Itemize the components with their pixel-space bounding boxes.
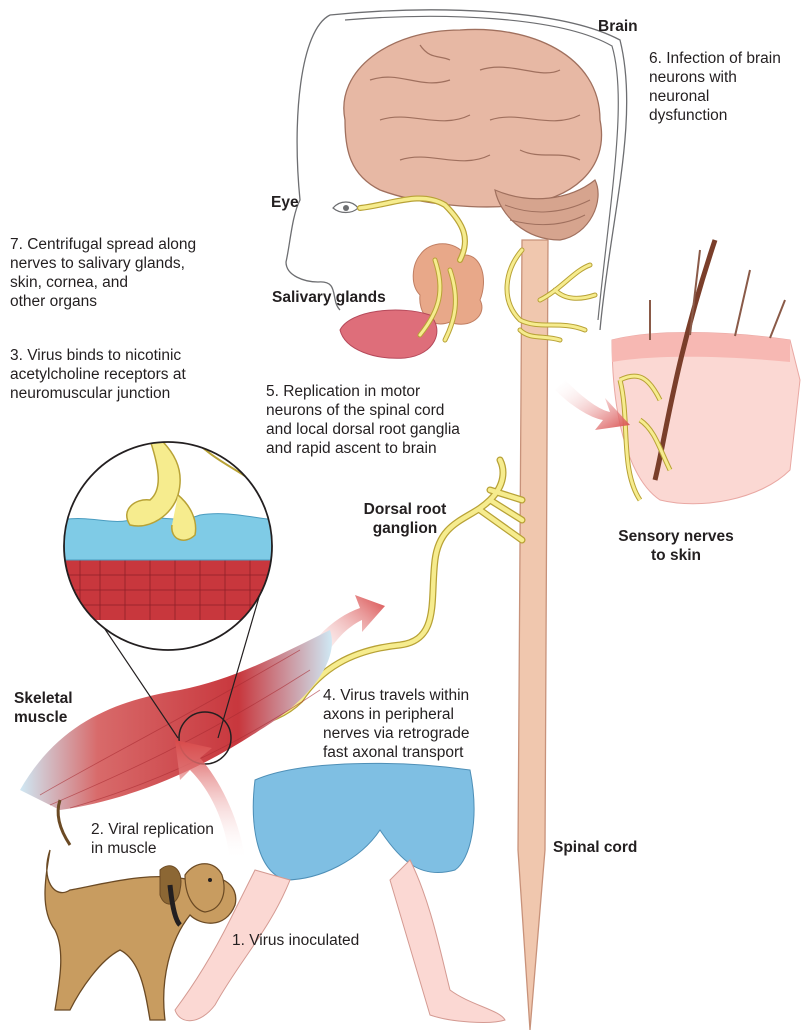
brain-label: Brain xyxy=(598,17,638,36)
skeletal-muscle-label: Skeletal muscle xyxy=(14,689,73,727)
salivary-gland-shape xyxy=(413,244,483,324)
dorsal-root-ganglion-label: Dorsal root ganglion xyxy=(340,500,470,538)
brain-illustration xyxy=(344,29,602,240)
spinal-cord-shape xyxy=(518,240,548,1030)
spinal-cord-label: Spinal cord xyxy=(553,838,637,857)
eye-label: Eye xyxy=(271,193,299,212)
salivary-glands-label: Salivary glands xyxy=(272,288,386,307)
step-6-text: 6. Infection of brain neurons with neuro… xyxy=(649,49,781,125)
sensory-nerves-label: Sensory nerves to skin xyxy=(600,527,752,565)
skin-section xyxy=(612,240,800,504)
step-2-text: 2. Viral replication in muscle xyxy=(91,820,214,858)
step-1-text: 1. Virus inoculated xyxy=(232,931,359,950)
step-4-text: 4. Virus travels within axons in periphe… xyxy=(323,686,469,762)
step-3-text: 3. Virus binds to nicotinic acetylcholin… xyxy=(10,346,186,403)
neuromuscular-junction-magnified xyxy=(60,430,280,650)
step-7-text: 7. Centrifugal spread along nerves to sa… xyxy=(10,235,196,311)
step-5-text: 5. Replication in motor neurons of the s… xyxy=(266,382,460,458)
